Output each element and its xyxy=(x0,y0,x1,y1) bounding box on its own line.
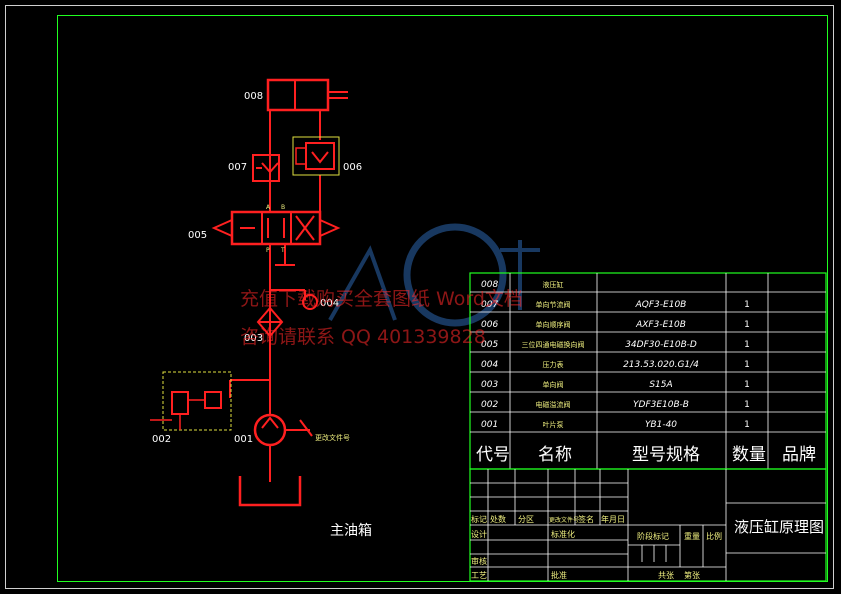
tb-stage-mark: 阶段标记 xyxy=(637,531,669,541)
bom-cell-name: 单向节流阀 xyxy=(536,300,571,309)
tb-process: 工艺 xyxy=(471,571,487,580)
throttle-valve-007[interactable] xyxy=(252,154,280,182)
pump-note: 更改文件号 xyxy=(315,433,350,442)
tb-zone: 分区 xyxy=(518,515,534,524)
tb-approve: 批准 xyxy=(551,570,567,580)
tb-sheets: 共张 xyxy=(658,571,674,580)
label-005: 005 xyxy=(188,230,207,241)
bom-cell-no: 005 xyxy=(481,340,498,350)
bom-header-name: 名称 xyxy=(538,445,572,465)
label-002: 002 xyxy=(152,434,171,445)
bom-cell-name: 单向阀 xyxy=(543,380,564,389)
tb-ratio: 比例 xyxy=(706,531,722,541)
bom-header-spec: 型号规格 xyxy=(632,445,700,465)
label-004: 004 xyxy=(320,298,339,309)
tb-mark: 标记 xyxy=(471,514,487,524)
check-valve-003[interactable] xyxy=(256,306,284,338)
bom-cell-qty: 1 xyxy=(744,380,750,390)
bom-cell-spec: 213.53.020.G1/4 xyxy=(623,360,699,370)
port-b-label: B xyxy=(281,204,285,211)
port-p-label: P xyxy=(266,247,270,254)
bom-cell-spec: AXF3-E10B xyxy=(635,320,686,330)
port-t-label: T xyxy=(280,247,285,254)
bom-cell-no: 007 xyxy=(481,300,498,310)
tb-check: 审核 xyxy=(471,556,487,566)
bom-cell-spec: S15A xyxy=(649,380,672,390)
bom-cell-qty: 1 xyxy=(744,400,750,410)
bom-header-qty: 数量 xyxy=(732,445,766,465)
tank-label: 主油箱 xyxy=(330,523,372,539)
bom-cell-name: 液压缸 xyxy=(543,280,564,289)
tb-change-no: 更改文件号 xyxy=(549,516,579,524)
tb-date: 年月日 xyxy=(601,514,625,524)
bom-cell-spec: YDF3E10B-B xyxy=(633,400,689,410)
bom-cell-no: 003 xyxy=(481,380,498,390)
bom-cell-no: 008 xyxy=(481,280,498,290)
bom-cell-qty: 1 xyxy=(744,300,750,310)
bom-header-brand: 品牌 xyxy=(782,445,816,465)
watermark-line-1: 充值下载购买全套图纸 Word文档 xyxy=(240,288,523,310)
bom-cell-no: 001 xyxy=(481,420,498,430)
tb-weight: 重量 xyxy=(684,531,700,541)
label-008: 008 xyxy=(244,91,263,102)
bom-cell-spec: YB1-40 xyxy=(645,420,677,430)
title-block xyxy=(469,468,827,582)
tb-sheet-no: 第张 xyxy=(684,570,700,580)
bom-cell-no: 006 xyxy=(481,320,498,330)
pressure-gauge-004[interactable] xyxy=(302,294,318,310)
sheet-outer-border xyxy=(5,5,834,589)
bom-cell-qty: 1 xyxy=(744,360,750,370)
cylinder-008[interactable] xyxy=(266,78,348,112)
label-006: 006 xyxy=(343,162,362,173)
oil-tank xyxy=(238,476,302,507)
tb-standard: 标准化 xyxy=(551,529,575,539)
vane-pump-001[interactable] xyxy=(253,413,313,447)
label-003: 003 xyxy=(244,333,263,344)
bom-cell-qty: 1 xyxy=(744,320,750,330)
bom-cell-name: 电磁溢流阀 xyxy=(536,400,571,409)
pipe-lines xyxy=(229,110,321,482)
bom-cell-spec: AQF3-E10B xyxy=(635,300,687,310)
bom-rows: 008 液压缸 007 单向节流阀 AQF3-E10B 1 006 单向顺序阀 AXF3-E10… xyxy=(481,280,750,430)
bom-cell-no: 004 xyxy=(481,360,498,370)
bom-header-no: 代号 xyxy=(476,445,510,465)
bom-cell-name: 压力表 xyxy=(543,360,564,369)
bom-cell-name: 单向顺序阀 xyxy=(536,320,571,329)
bom-cell-qty: 1 xyxy=(744,420,750,430)
relief-valve-002[interactable] xyxy=(150,371,232,431)
sheet-inner-border xyxy=(57,15,828,582)
tb-design: 设计 xyxy=(471,529,487,539)
bom-cell-name: 叶片泵 xyxy=(543,420,564,429)
label-007: 007 xyxy=(228,162,247,173)
port-a-label: A xyxy=(266,204,271,211)
sequence-valve-006[interactable] xyxy=(292,136,340,176)
tb-sign: 签名 xyxy=(578,514,594,524)
directional-valve-005[interactable] xyxy=(211,210,341,246)
tb-count: 处数 xyxy=(490,514,506,524)
label-001: 001 xyxy=(234,434,253,445)
bom-cell-name: 三位四通电磁换向阀 xyxy=(522,340,585,349)
bom-cell-no: 002 xyxy=(481,400,498,410)
bom-cell-qty: 1 xyxy=(744,340,750,350)
watermark-logo xyxy=(328,223,540,327)
watermark-line-2: 咨询请联系 QQ 401339828 xyxy=(240,326,486,348)
bom-cell-spec: 34DF30-E10B-D xyxy=(625,340,697,350)
drawing-title: 液压缸原理图 xyxy=(734,518,824,536)
